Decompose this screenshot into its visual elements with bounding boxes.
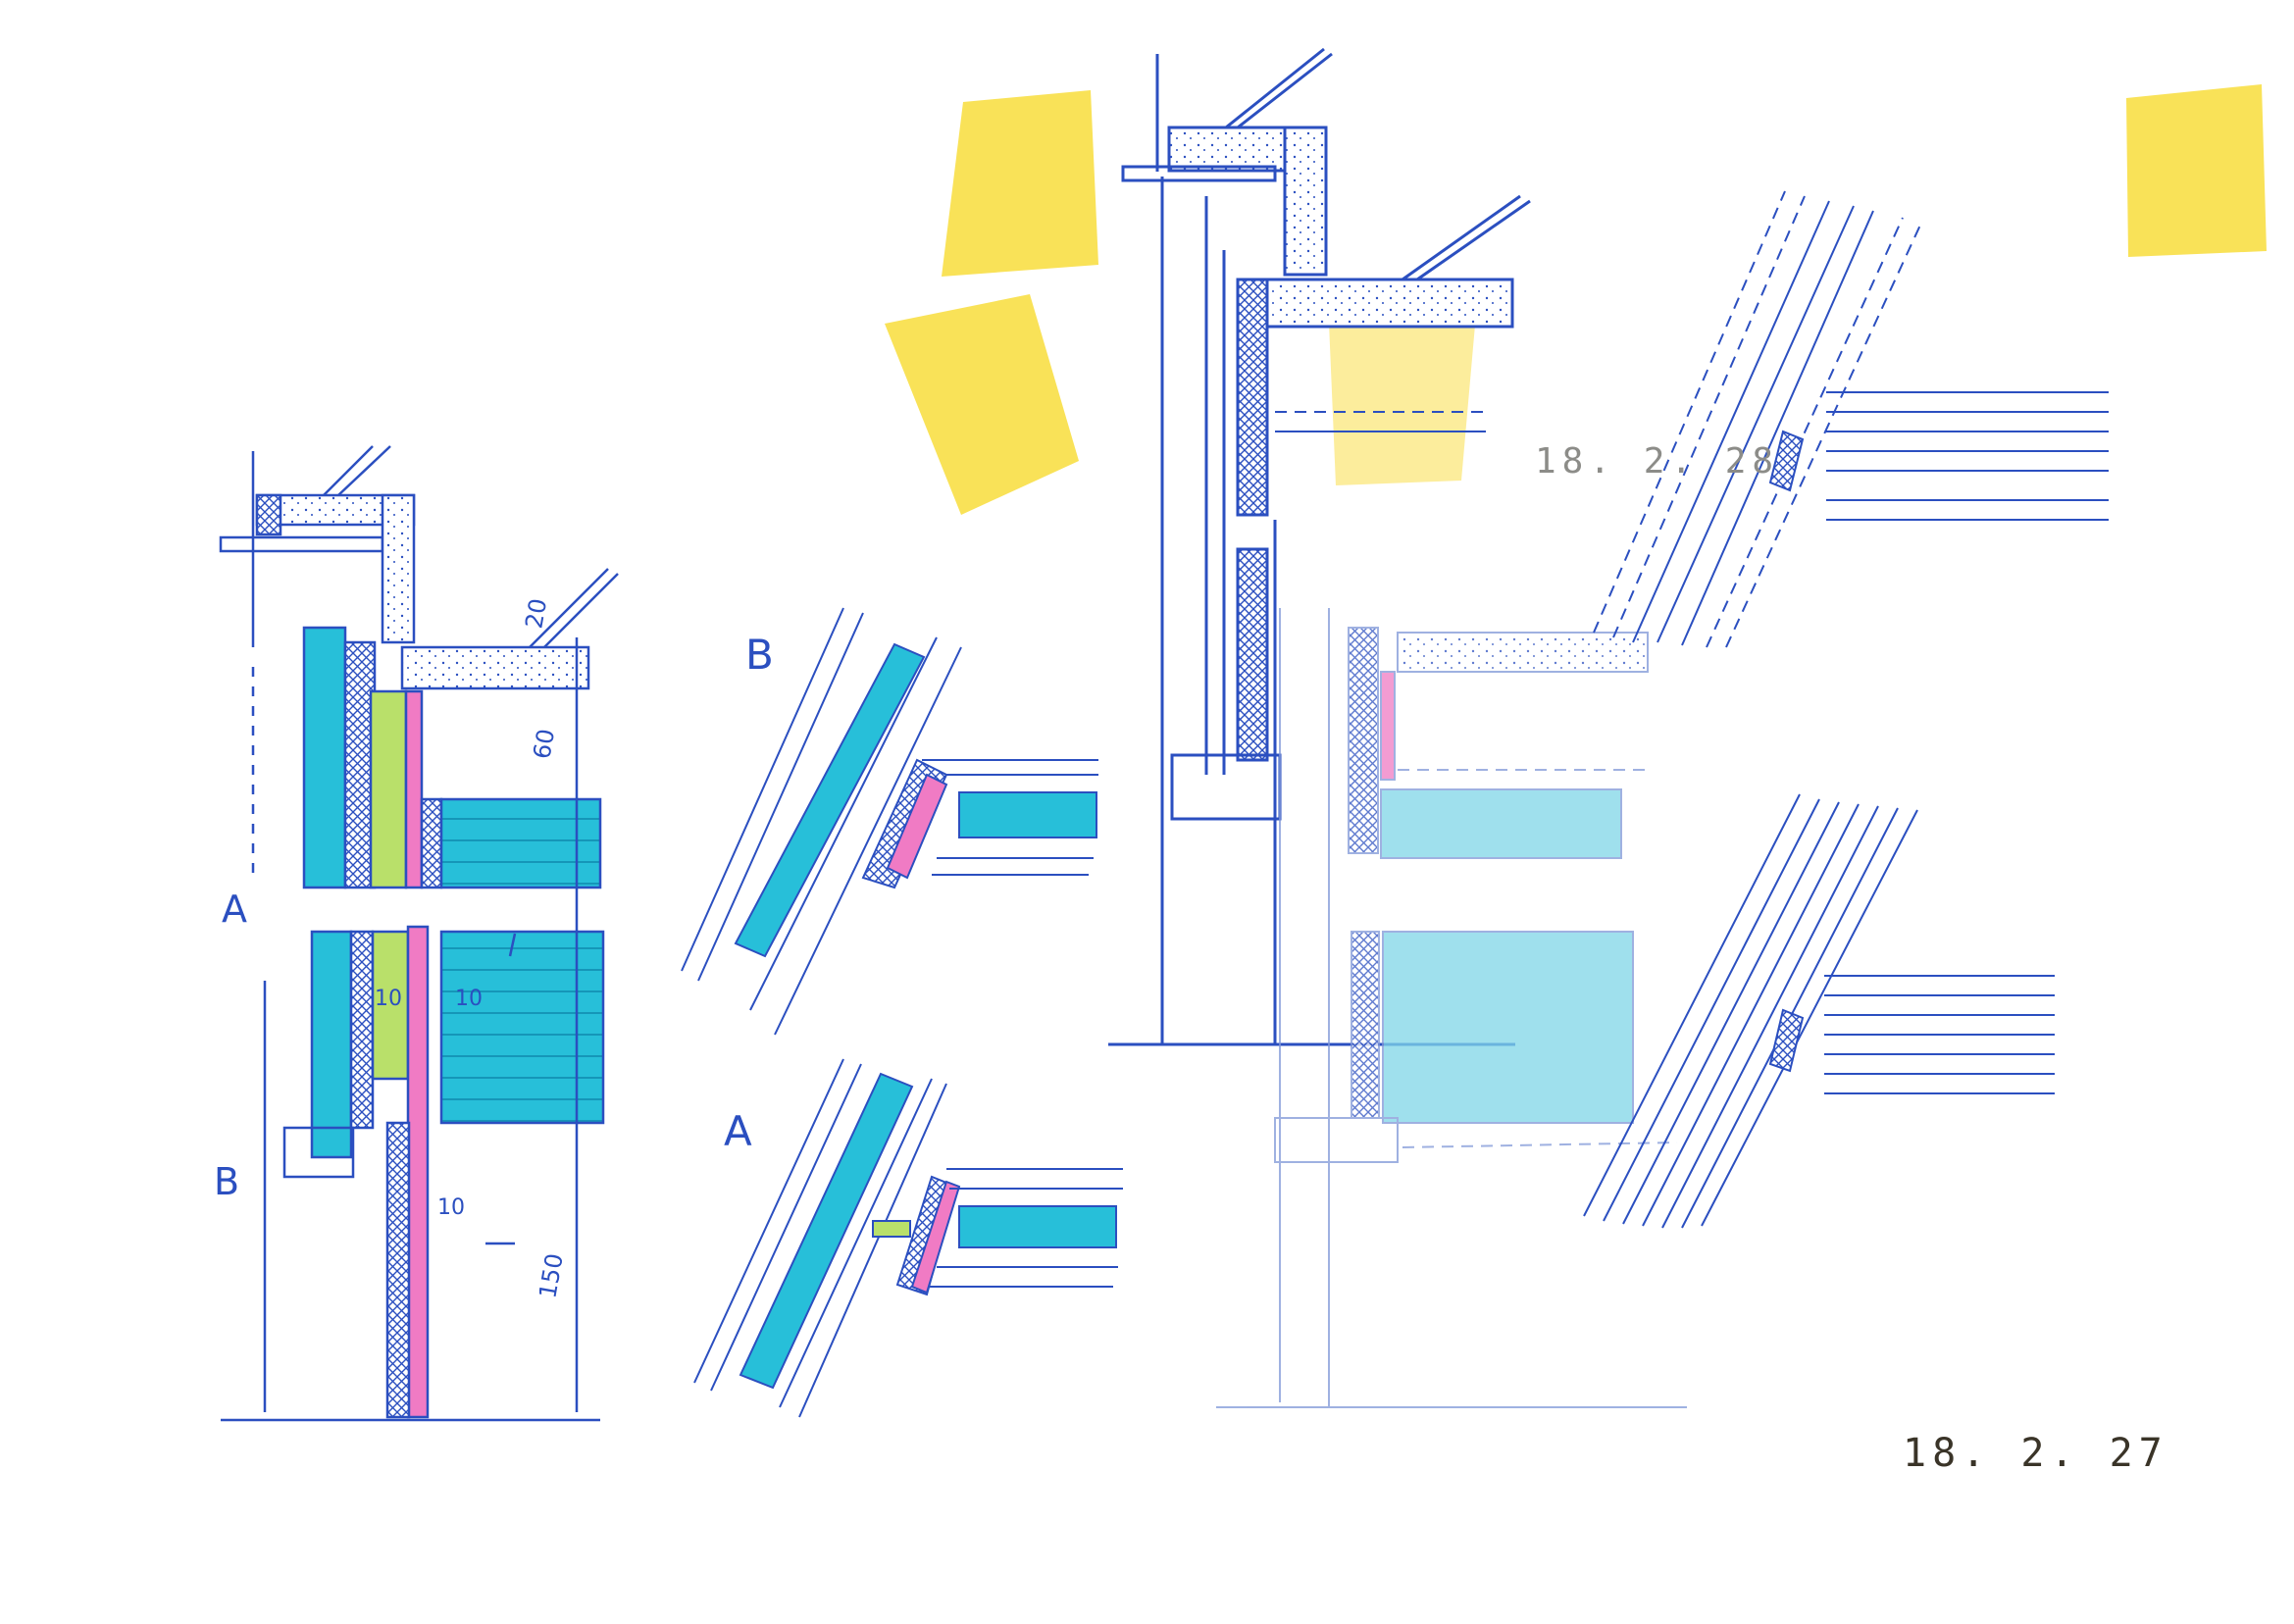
dimension-10-right: 10: [455, 987, 483, 1011]
plan-detail-a: [693, 1058, 1123, 1418]
dimension-10-left: 10: [375, 987, 402, 1011]
masking-tape-center: [1328, 299, 1476, 485]
masking-tape-tilted: [885, 294, 1079, 515]
plan-detail-b: [681, 607, 1098, 1036]
detail-label-b: B: [745, 631, 774, 679]
center-wall-section: [1108, 47, 1531, 1046]
dimension-10-lower: 10: [437, 1195, 465, 1220]
masking-tape-group: [885, 84, 2267, 515]
left-wall-section: [219, 445, 619, 1422]
right-plan-upper: [1593, 190, 2109, 648]
detail-label-a: A: [724, 1107, 752, 1155]
masking-tape-right: [2126, 84, 2267, 257]
right-plan-lower: [1583, 793, 2055, 1229]
dimension-60: 60: [528, 727, 560, 761]
traced-plan-overlay: [1216, 608, 1687, 1408]
dimension-150: 150: [534, 1251, 569, 1300]
date-stamp-faded: 18. 2. 28: [1535, 441, 1779, 482]
masking-tape-top: [942, 90, 1098, 277]
section-label-b: B: [214, 1160, 239, 1203]
section-label-a: A: [222, 888, 247, 931]
dimension-20: 20: [520, 596, 552, 631]
date-stamp-main: 18. 2. 27: [1903, 1431, 2168, 1476]
